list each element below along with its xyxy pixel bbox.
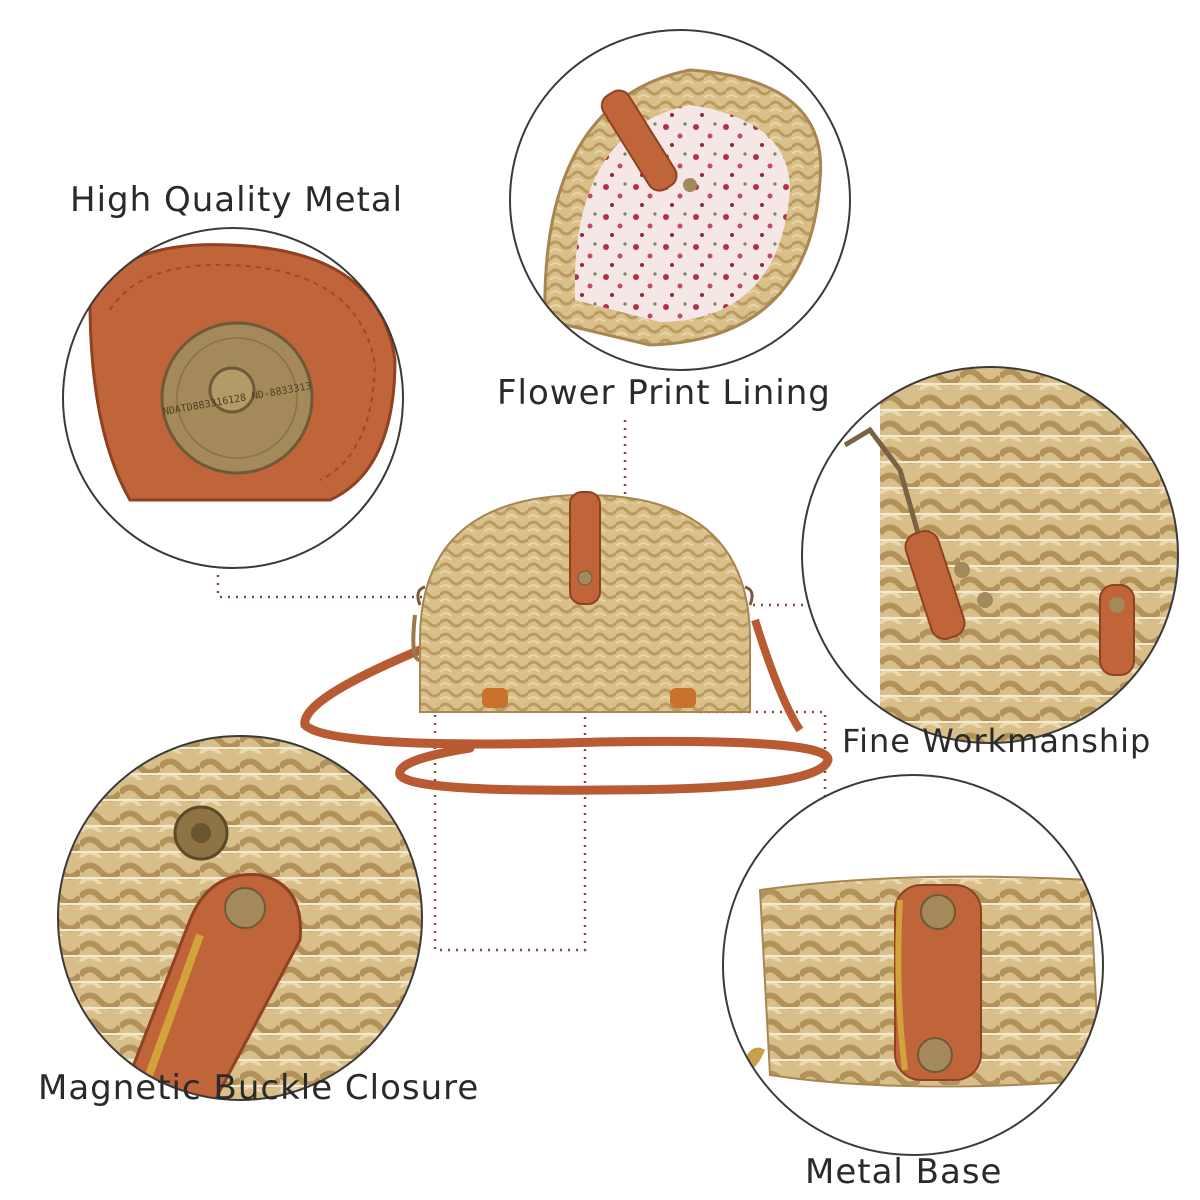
- detail-metal-magnet: NDATD883316128 ND-8833313: [62, 227, 404, 569]
- bag-strap-tab: [569, 491, 601, 605]
- detail-flower-lining: [509, 29, 851, 371]
- bag-rivet: [577, 570, 593, 586]
- label-metal-base: Metal Base: [805, 1152, 1003, 1192]
- detail-metal-base: [722, 774, 1104, 1156]
- label-magnetic-buckle-closure: Magnetic Buckle Closure: [38, 1068, 480, 1108]
- shoulder-strap: [300, 645, 833, 795]
- detail-magnetic-closure: [57, 735, 423, 1101]
- label-fine-workmanship: Fine Workmanship: [842, 722, 1152, 760]
- label-high-quality-metal: High Quality Metal: [70, 180, 404, 220]
- bag-main: [300, 491, 833, 795]
- label-flower-print-lining: Flower Print Lining: [497, 373, 831, 413]
- detail-fine-workmanship: [801, 366, 1179, 744]
